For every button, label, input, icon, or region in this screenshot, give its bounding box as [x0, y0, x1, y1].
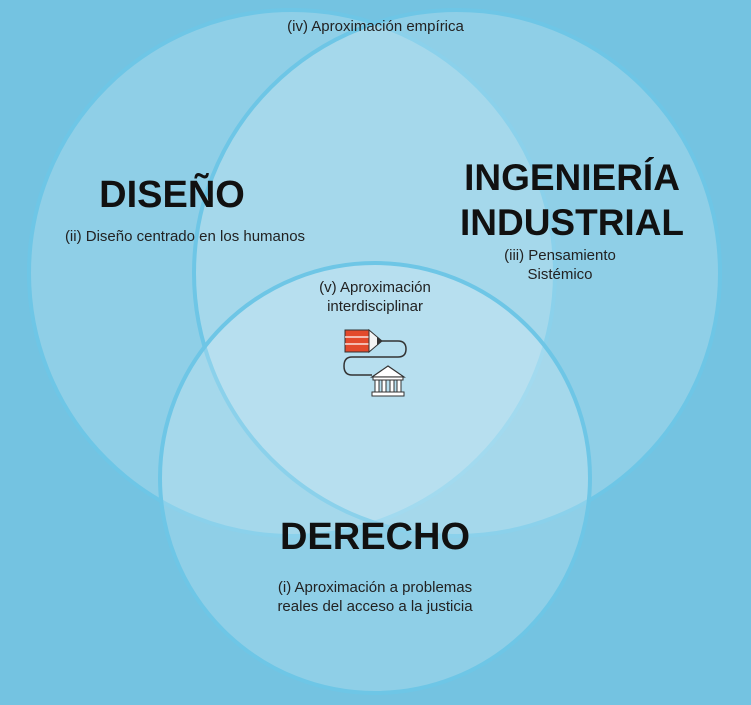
pencil-to-courthouse-icon — [343, 328, 407, 397]
circle-diseno — [27, 8, 557, 538]
ingenieria-subtitle: (iii) Pensamiento Sistémico — [470, 246, 650, 284]
ingenieria-title-line1: INGENIERÍA — [464, 157, 680, 198]
circle-ingenieria — [192, 8, 722, 538]
connector-line — [343, 340, 407, 376]
pencil-icon — [344, 328, 383, 354]
ingenieria-subtitle-line2: Sistémico — [527, 266, 593, 283]
derecho-subtitle: (i) Aproximación a problemas reales del … — [240, 578, 510, 616]
courthouse-icon — [370, 365, 406, 397]
ingenieria-title-line2: INDUSTRIAL — [459, 202, 685, 243]
derecho-subtitle-line1: (i) Aproximación a problemas — [277, 579, 473, 596]
diseno-subtitle: (ii) Diseño centrado en los humanos — [64, 228, 306, 245]
center-label-line1: (v) Aproximación — [319, 279, 431, 296]
ingenieria-title: INGENIERÍA INDUSTRIAL — [452, 155, 692, 245]
derecho-title: DERECHO — [279, 516, 471, 558]
derecho-subtitle-line2: reales del acceso a la justicia — [277, 598, 473, 615]
diseno-title: DISEÑO — [99, 174, 245, 216]
center-label-line2: interdisciplinar — [327, 298, 423, 315]
center-label: (v) Aproximación interdisciplinar — [290, 278, 460, 316]
circle-derecho — [158, 261, 592, 695]
ingenieria-subtitle-line1: (iii) Pensamiento — [504, 247, 616, 264]
top-label: (iv) Aproximación empírica — [287, 18, 464, 35]
